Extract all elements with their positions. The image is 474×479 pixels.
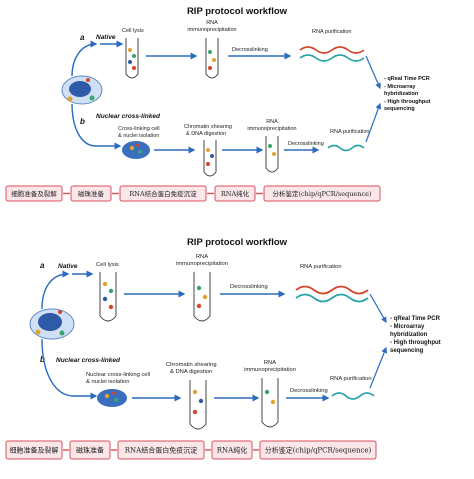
step-label: RNA结合蛋白免疫沉淀 — [129, 189, 197, 198]
panel-title: RIP protocol workflow — [187, 6, 288, 17]
arrow-to-results-b — [369, 346, 388, 389]
nuclei-icon — [97, 389, 127, 407]
step-box — [211, 440, 253, 460]
tube-icon — [265, 136, 279, 173]
route-b-letter: b — [40, 355, 45, 364]
step-chromatin-line2: & DNA digestion — [170, 369, 212, 375]
step-b-rna-ip-line1: RNA — [266, 119, 278, 125]
rna-strand-teal — [295, 293, 369, 303]
step-box — [117, 440, 205, 460]
step-rna-purification: RNA purification — [312, 29, 351, 35]
step-label: RNA结合蛋白免疫沉淀 — [125, 446, 197, 455]
step-b-rna-ip-line2: immunoprecipitation — [247, 126, 296, 132]
panel-title: RIP protocol workflow — [187, 237, 288, 248]
result-sequencing-2: sequencing — [384, 106, 415, 112]
rna-strand-teal — [299, 54, 365, 62]
step-bar-bottom: 细胞准备及裂解 磁珠准备 RNA结合蛋白免疫沉淀 RNA纯化 分析鉴定(chip/qPC… — [5, 440, 377, 460]
step-bar-top: 细胞准备及裂解 磁珠准备 RNA结合蛋白免疫沉淀 RNA纯化 分析鉴定(chip/qPC… — [5, 185, 381, 202]
tube-icon — [193, 272, 211, 322]
step-box — [70, 185, 112, 202]
starting-cell-icon — [29, 308, 75, 340]
tube-icon — [261, 378, 279, 428]
nuclei-icon — [122, 141, 150, 159]
result-sequencing: - High throughput — [384, 99, 431, 105]
step-label: 磁珠准备 — [76, 446, 104, 455]
arrow-to-results-b — [365, 102, 382, 143]
step-chromatin-line2: & DNA digestion — [186, 131, 226, 137]
step-b-rna-purification: RNA purification — [330, 129, 369, 135]
route-b-curve — [71, 103, 97, 147]
result-sequencing-2: sequencing — [390, 348, 424, 354]
step-label: 细胞准备及裂解 — [11, 189, 57, 198]
step-b-rna-ip-line2: immunoprecipitation — [244, 367, 296, 373]
route-a-curve — [71, 40, 98, 77]
step-b-decrosslinking: Decrosslinking — [288, 141, 324, 147]
step-rna-ip-line2: immunoprecipitation — [187, 27, 236, 33]
top-panel: RIP protocol workflow a Native b Nuclear… — [61, 6, 431, 177]
tube-icon — [203, 140, 217, 177]
result-microarray: - Microarray — [390, 324, 425, 330]
step-b-decrosslinking: Decrosslinking — [290, 388, 328, 394]
step-crosslinking-line1: Cross-linking cell — [118, 126, 160, 132]
step-crosslinking-line2: & nuclei isolation — [118, 133, 159, 139]
route-a-curve — [41, 270, 70, 310]
result-hybridization: hybridization — [384, 91, 419, 97]
route-b-label: Nuclear cross-linked — [96, 113, 161, 120]
step-chromatin-line1: Chromatin shearing — [166, 362, 217, 368]
route-a-label: Native — [96, 34, 116, 41]
result-sequencing: - High throughput — [390, 340, 441, 346]
step-box — [5, 185, 63, 202]
arrow-to-results-a — [369, 293, 387, 324]
starting-cell-icon — [61, 75, 103, 105]
rna-strand-red — [299, 46, 365, 54]
result-microarray: - Microarray — [384, 84, 416, 90]
route-a-letter: a — [40, 261, 45, 270]
step-box — [263, 185, 381, 202]
rna-strand-teal-b — [331, 392, 375, 400]
arrow-to-results-a — [365, 55, 381, 90]
step-rna-ip-line1: RNA — [196, 254, 208, 260]
step-label: RNA纯化 — [221, 189, 250, 198]
step-cell-lysis: Cell lysis — [122, 28, 144, 34]
step-label: 磁珠准备 — [78, 189, 105, 198]
tube-icon — [205, 38, 219, 79]
tube-icon — [99, 272, 117, 322]
rna-strand-red — [295, 285, 369, 295]
step-b-rna-ip-line1: RNA — [264, 360, 276, 366]
bottom-panel: RIP protocol workflow a Native b Nuclear… — [29, 237, 441, 430]
result-hybridization: hybridization — [390, 332, 428, 338]
step-box — [69, 440, 111, 460]
step-label: 分析鉴定(chip/qPCR/sequence) — [273, 189, 372, 198]
result-qpcr: - qReal Time PCR — [384, 76, 430, 82]
step-box — [214, 185, 256, 202]
route-a-letter: a — [80, 33, 85, 42]
step-box — [5, 440, 63, 460]
tube-icon — [125, 38, 139, 79]
step-crosslinking-line2: & nuclei isolation — [86, 379, 130, 385]
route-b-curve — [41, 338, 75, 397]
step-crosslinking-line1: Nuclear cross-linking cell — [86, 372, 150, 378]
step-label: RNA纯化 — [217, 446, 247, 455]
step-rna-ip-line2: immunoprecipitation — [176, 261, 228, 267]
step-cell-lysis: Cell lysis — [96, 262, 119, 268]
tube-icon — [189, 380, 207, 430]
step-box — [119, 185, 207, 202]
route-a-label: Native — [58, 263, 78, 270]
step-label: 分析鉴定(chip/qPCR/sequence) — [265, 446, 372, 455]
step-chromatin-line1: Chromatin shearing — [184, 124, 232, 130]
route-b-letter: b — [80, 117, 85, 126]
step-rna-purification: RNA purification — [300, 264, 342, 270]
step-decrosslinking: Decrosslinking — [230, 284, 268, 290]
step-rna-ip-line1: RNA — [206, 20, 218, 26]
rna-strand-teal-b — [327, 144, 365, 152]
step-box — [259, 440, 377, 460]
result-qpcr: - qReal Time PCR — [390, 316, 441, 322]
step-label: 细胞准备及裂解 — [10, 446, 59, 455]
step-b-rna-purification: RNA purification — [330, 376, 372, 382]
route-b-label: Nuclear cross-linked — [56, 357, 121, 364]
step-decrosslinking: Decrosslinking — [232, 47, 268, 53]
